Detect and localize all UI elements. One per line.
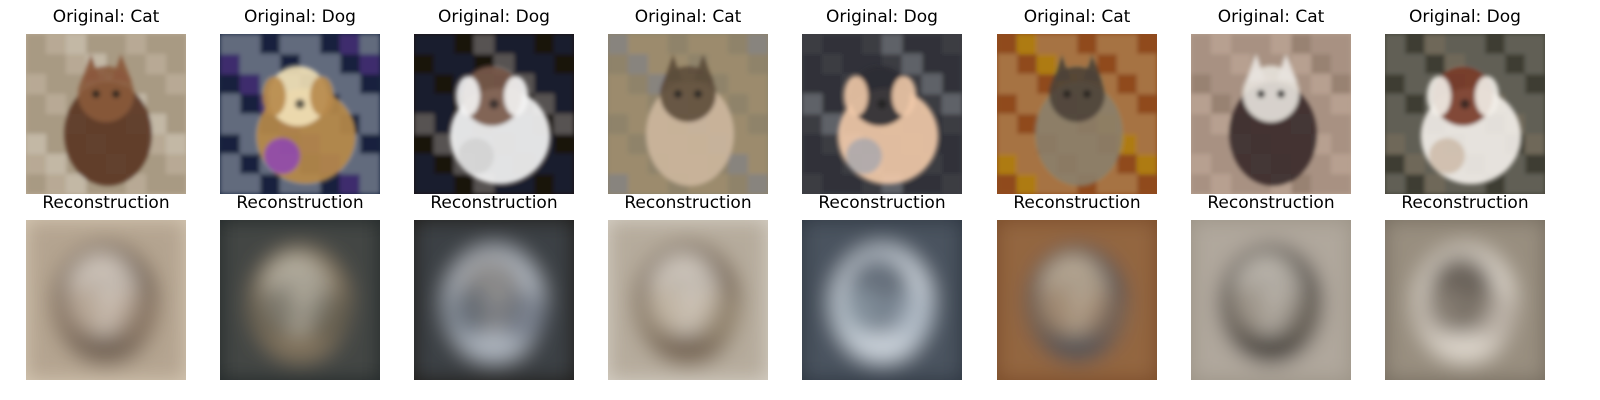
- panel-original-8: Original: Dog: [1385, 7, 1545, 194]
- image-svg: [220, 220, 380, 380]
- panel-original-2: Original: Dog: [220, 7, 380, 194]
- image-svg: [608, 34, 768, 194]
- reconstruction-image: [220, 220, 380, 380]
- reconstruction-image: [802, 220, 962, 380]
- panel-title: Reconstruction: [1401, 193, 1529, 213]
- panel-title: Original: Cat: [634, 7, 742, 27]
- panel-reconstruction-8: Reconstruction: [1385, 193, 1545, 380]
- panel-title: Original: Dog: [244, 7, 356, 27]
- panel-title: Reconstruction: [1013, 193, 1141, 213]
- image-svg: [414, 220, 574, 380]
- panel-original-3: Original: Dog: [414, 7, 574, 194]
- original-image: [802, 34, 962, 194]
- image-svg: [997, 220, 1157, 380]
- reconstruction-image: [414, 220, 574, 380]
- image-svg: [608, 220, 768, 380]
- panel-title: Reconstruction: [624, 193, 752, 213]
- image-svg: [26, 220, 186, 380]
- panel-reconstruction-5: Reconstruction: [802, 193, 962, 380]
- panel-title: Original: Cat: [1217, 7, 1325, 27]
- panel-reconstruction-6: Reconstruction: [997, 193, 1157, 380]
- panel-reconstruction-2: Reconstruction: [220, 193, 380, 380]
- panel-title: Reconstruction: [236, 193, 364, 213]
- image-svg: [802, 220, 962, 380]
- panel-reconstruction-1: Reconstruction: [26, 193, 186, 380]
- image-svg: [802, 34, 962, 194]
- panel-title: Original: Dog: [826, 7, 938, 27]
- panel-reconstruction-7: Reconstruction: [1191, 193, 1351, 380]
- original-image: [608, 34, 768, 194]
- image-svg: [1385, 220, 1545, 380]
- image-svg: [220, 34, 380, 194]
- panel-title: Original: Dog: [1409, 7, 1521, 27]
- reconstruction-image: [997, 220, 1157, 380]
- original-image: [997, 34, 1157, 194]
- original-image: [26, 34, 186, 194]
- reconstruction-image: [608, 220, 768, 380]
- panel-title: Reconstruction: [430, 193, 558, 213]
- image-svg: [414, 34, 574, 194]
- panel-original-6: Original: Cat: [997, 7, 1157, 194]
- panel-title: Original: Cat: [52, 7, 160, 27]
- reconstruction-image: [1191, 220, 1351, 380]
- panel-original-7: Original: Cat: [1191, 7, 1351, 194]
- panel-original-4: Original: Cat: [608, 7, 768, 194]
- image-svg: [997, 34, 1157, 194]
- panel-original-5: Original: Dog: [802, 7, 962, 194]
- original-image: [414, 34, 574, 194]
- reconstruction-image: [1385, 220, 1545, 380]
- original-image: [220, 34, 380, 194]
- panel-title: Reconstruction: [818, 193, 946, 213]
- image-svg: [1191, 34, 1351, 194]
- image-svg: [26, 34, 186, 194]
- reconstruction-image: [26, 220, 186, 380]
- original-image: [1385, 34, 1545, 194]
- image-svg: [1191, 220, 1351, 380]
- panel-title: Reconstruction: [42, 193, 170, 213]
- original-image: [1191, 34, 1351, 194]
- panel-title: Original: Cat: [1023, 7, 1131, 27]
- panel-title: Original: Dog: [438, 7, 550, 27]
- image-svg: [1385, 34, 1545, 194]
- panel-reconstruction-3: Reconstruction: [414, 193, 574, 380]
- panel-reconstruction-4: Reconstruction: [608, 193, 768, 380]
- panel-original-1: Original: Cat: [26, 7, 186, 194]
- panel-title: Reconstruction: [1207, 193, 1335, 213]
